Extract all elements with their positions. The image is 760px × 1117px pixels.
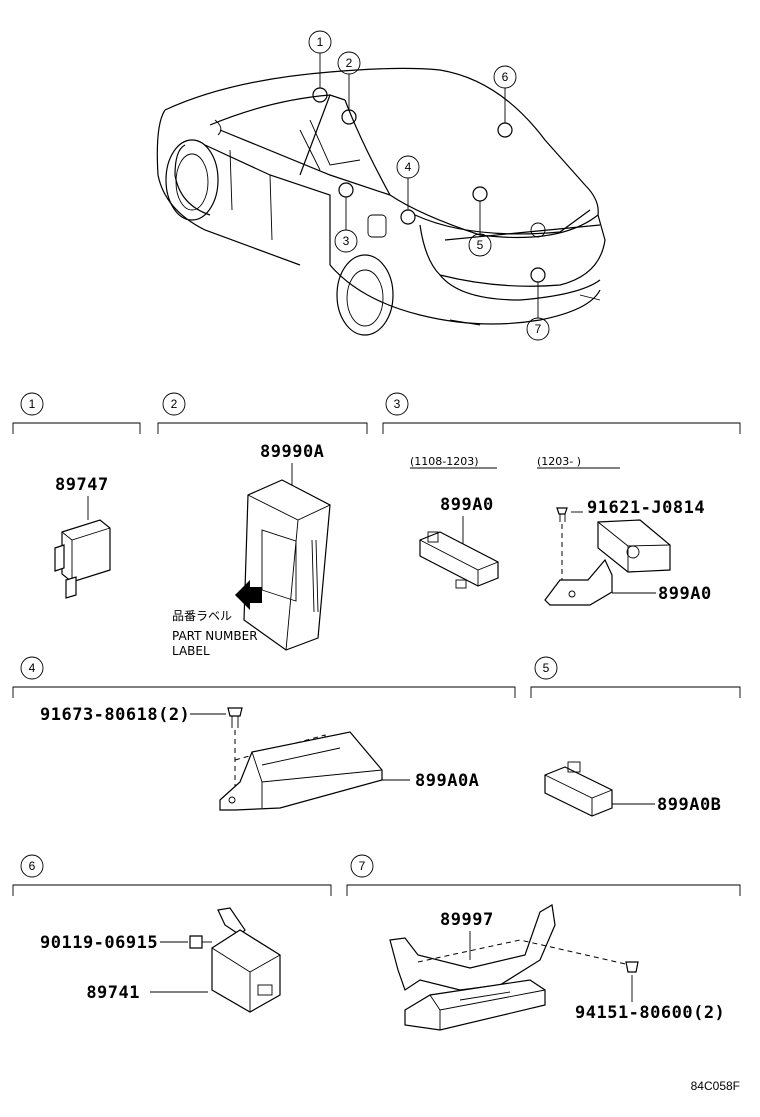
callout-7: 7 — [526, 267, 550, 341]
part-89997: 89997 94151-80600(2) — [389, 904, 725, 1031]
callout-number: 4 — [405, 160, 412, 174]
section-3-variant-a: (1108-1203) 899A0 — [410, 455, 499, 589]
callout-3: 3 — [334, 182, 358, 253]
part-89741: 90119-06915 89741 — [40, 907, 281, 1013]
section-2-header: 2 — [157, 392, 368, 434]
label-jp: 品番ラベル — [172, 609, 232, 623]
section-number: 4 — [29, 661, 36, 675]
car-illustration — [156, 67, 606, 336]
arrow-icon — [235, 580, 262, 610]
section-3-header: 3 — [382, 392, 741, 434]
section-1-header: 1 — [12, 392, 141, 434]
section-6-header: 6 — [12, 854, 332, 896]
callout-number: 1 — [317, 35, 324, 49]
callout-4: 4 — [396, 155, 420, 225]
callout-number: 3 — [343, 234, 350, 248]
part-number-89741[interactable]: 89741 — [86, 983, 140, 1003]
bolt-91621-J0814[interactable]: 91621-J0814 — [587, 498, 705, 518]
section-7-header: 7 — [346, 854, 741, 896]
section-4-header: 4 — [12, 656, 516, 698]
part-number-899A0[interactable]: 899A0 — [440, 495, 494, 515]
callout-number: 2 — [346, 56, 353, 70]
date-range-a: (1108-1203) — [410, 455, 479, 468]
part-89747: 89747 — [54, 475, 111, 599]
date-range-b: (1203- ) — [537, 455, 581, 468]
callout-5: 5 — [468, 186, 492, 257]
section-number: 3 — [394, 397, 401, 411]
callout-2: 2 — [337, 51, 361, 125]
bolt-91673-80618[interactable]: 91673-80618(2) — [40, 705, 190, 725]
part-number-89747[interactable]: 89747 — [55, 475, 109, 495]
callout-number: 6 — [502, 70, 509, 84]
part-number-899A0B[interactable]: 899A0B — [657, 795, 721, 815]
section-3-variant-b: (1203- ) 91621-J0814 899A0 — [537, 455, 712, 606]
diagram-code: 84C058F — [691, 1079, 740, 1093]
callout-number: 7 — [535, 322, 542, 336]
section-5-header: 5 — [530, 656, 741, 698]
part-number-89997[interactable]: 89997 — [440, 910, 494, 930]
part-number-89990A[interactable]: 89990A — [260, 442, 324, 462]
callout-number: 5 — [477, 238, 484, 252]
part-89990A: 89990A 品番ラベル PART NUMBER LABEL — [172, 442, 331, 658]
bolt-90119-06915[interactable]: 90119-06915 — [40, 933, 158, 953]
callout-6: 6 — [493, 65, 517, 138]
section-number: 1 — [29, 397, 36, 411]
section-number: 7 — [359, 859, 366, 873]
label-en-1: PART NUMBER — [172, 629, 258, 643]
callout-1: 1 — [308, 30, 332, 103]
part-899A0B: 899A0B — [544, 761, 721, 817]
part-899A0A: 91673-80618(2) 899A0A — [40, 705, 479, 811]
label-en-2: LABEL — [172, 644, 210, 658]
section-number: 6 — [29, 859, 36, 873]
section-number: 5 — [543, 661, 550, 675]
nut-94151-80600[interactable]: 94151-80600(2) — [575, 1003, 725, 1023]
section-number: 2 — [171, 397, 178, 411]
part-number-899A0A[interactable]: 899A0A — [415, 771, 479, 791]
part-number-899A0-b[interactable]: 899A0 — [658, 584, 712, 604]
